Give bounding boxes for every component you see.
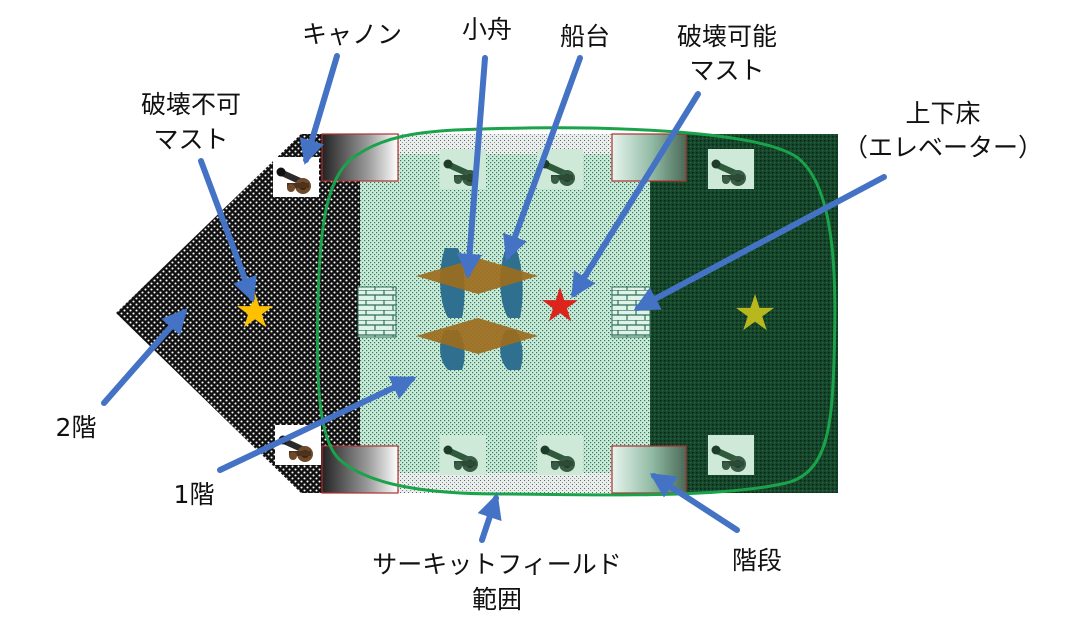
cannon-icon <box>537 435 583 475</box>
label-circuit-field-1: サーキットフィールド <box>372 550 622 579</box>
grey-strip-top <box>380 134 620 154</box>
label-breakable-mast-2: マスト <box>689 56 765 85</box>
label-unbreakable-mast-1: 破壊不可 <box>140 90 242 119</box>
cannon-icon <box>708 435 754 475</box>
label-circuit-field-2: 範囲 <box>471 585 523 614</box>
label-boat-stand: 船台 <box>559 22 611 51</box>
cannon-icon <box>440 435 486 475</box>
stairs-bottom-right <box>611 445 687 494</box>
grey-strip-bottom <box>380 473 620 493</box>
circuit-field-boundary <box>315 126 837 497</box>
arrow-breakable-mast <box>571 91 701 299</box>
brick-wall-elevator-icon <box>357 286 397 338</box>
label-elevator-1: 上下床 <box>905 99 981 128</box>
arrow-unbreakable-mast <box>198 158 257 303</box>
label-cannon: キャノン <box>301 20 403 49</box>
arrow-floor-1 <box>217 376 417 473</box>
boat-stand-platform <box>416 318 538 354</box>
label-stairs: 階段 <box>731 546 783 575</box>
arrow-small-boat <box>457 55 488 280</box>
arrow-cannon <box>299 53 340 165</box>
label-unbreakable-mast-2: マスト <box>153 125 229 154</box>
brick-wall-elevator-icon <box>611 286 651 338</box>
label-small-boat: 小舟 <box>461 15 513 44</box>
label-breakable-mast-1: 破壊可能 <box>676 22 778 51</box>
arrow-boat-stand <box>503 55 583 261</box>
arrow-circuit-field <box>477 493 502 543</box>
arrow-floor-2 <box>101 308 188 406</box>
label-floor-2: 2階 <box>55 413 97 442</box>
arrow-stairs <box>649 473 740 533</box>
first-floor-area <box>360 134 650 493</box>
cannon-icon <box>708 149 754 189</box>
label-floor-1: 1階 <box>173 480 215 509</box>
cannon-icon <box>273 157 319 197</box>
arrow-elevator <box>633 174 887 311</box>
label-elevator-2: （エレベーター） <box>842 133 1044 162</box>
